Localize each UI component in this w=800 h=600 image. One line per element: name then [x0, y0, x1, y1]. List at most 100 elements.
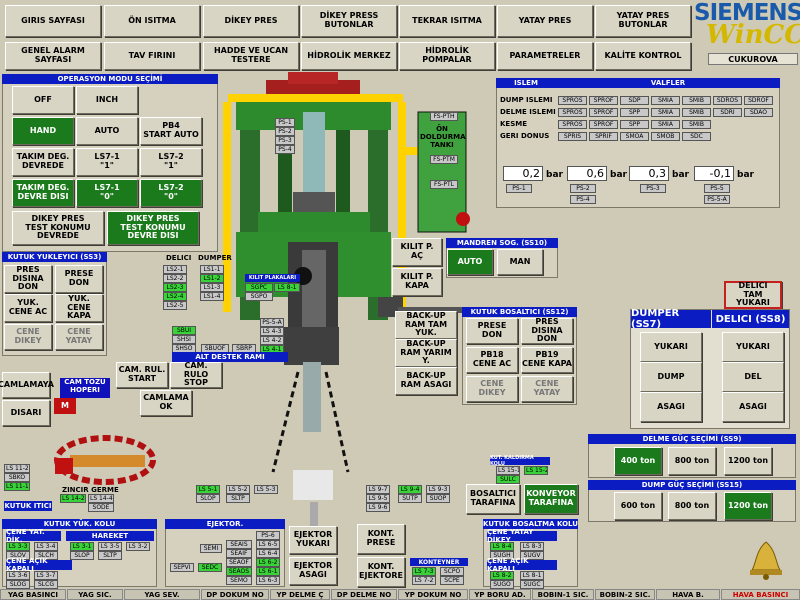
inch-button[interactable]: INCH: [76, 86, 138, 114]
nav-yatay-pres-butonlar[interactable]: YATAY PRES BUTONLAR: [595, 5, 691, 37]
kilit-plakalari-title: KILIT PLAKALARI: [245, 274, 300, 282]
cam-rul-start-button[interactable]: CAM. RUL. START: [116, 362, 168, 388]
takim-deg-devre-disi-button[interactable]: TAKIM DEG. DEVRE DISI: [12, 179, 74, 207]
nav-dikey-pres[interactable]: DİKEY PRES: [203, 5, 299, 37]
kont-ejektore-button[interactable]: KONT. EJEKTORE: [357, 557, 405, 587]
delme-guc-title: DELME GÜÇ SEÇİMİ (SS9): [588, 434, 796, 444]
valve-tag: SMIB: [682, 96, 711, 105]
takim-deg-devrede-button[interactable]: TAKIM DEG. DEVREDE: [12, 148, 74, 176]
tag-ls3-2: LS 3-2: [126, 542, 150, 551]
tag-sltp-2: SLTP: [98, 551, 122, 560]
nav-hadde[interactable]: HADDE VE UCAN TESTERE: [203, 42, 299, 70]
tag-sbko: SBKO: [4, 473, 30, 482]
tag-ls6-5: LS 6-5: [256, 540, 280, 549]
yuk-prese-don-button[interactable]: PRESE DON: [55, 265, 103, 293]
bosaltici-tarafina-button[interactable]: BOSALTICI TARAFINA: [466, 484, 520, 514]
tag-suop: SUOP: [426, 494, 450, 503]
dump-600-button[interactable]: 600 ton: [614, 492, 662, 520]
pb4-start-auto-button[interactable]: PB4 START AUTO: [140, 117, 202, 145]
valve-tag: SMIB: [682, 108, 711, 117]
backup-tam-button[interactable]: BACK-UP RAM TAM YUK.: [395, 311, 457, 339]
nav-genel-alarm[interactable]: GENEL ALARM SAYFASI: [5, 42, 101, 70]
kilit-kapa-button[interactable]: KILIT P. KAPA: [392, 268, 442, 296]
tag-sulc: SULC: [496, 475, 520, 484]
tag-ls3-6: LS 3-6: [6, 571, 30, 580]
nav-tav-firini[interactable]: TAV FIRINI: [104, 42, 200, 70]
tag-ps2-left: PS-2: [275, 127, 295, 136]
dumper-yukari-button[interactable]: YUKARI: [640, 332, 702, 362]
delme-800-button[interactable]: 800 ton: [668, 447, 716, 475]
backup-asagi-button[interactable]: BACK-UP RAM ASAGI: [395, 367, 457, 395]
tag-ls4-2: LS 4-2: [260, 336, 284, 345]
ejektor-asagi-button[interactable]: EJEKTOR ASAGI: [289, 557, 337, 585]
delici-asagi-button[interactable]: ASAGI: [722, 392, 784, 422]
bos-cene-dikey-button[interactable]: CENE DIKEY: [466, 376, 518, 402]
valve-tag: SMOA: [620, 132, 649, 141]
valve-tag: SPROS: [558, 96, 587, 105]
ls7-1-off-button[interactable]: LS7-1 "0": [76, 179, 138, 207]
backup-yarim-button[interactable]: BACK-UP RAM YARIM Y.: [395, 339, 457, 367]
kont-prese-button[interactable]: KONT. PRESE: [357, 524, 405, 554]
delici-del-button[interactable]: DEL: [722, 362, 784, 392]
tag-slov: SLOV: [6, 551, 30, 560]
tag-shsi: SHSI: [172, 335, 196, 344]
bos-cene-ac-button[interactable]: PB18 CENE AC: [466, 347, 518, 373]
delme-400-button[interactable]: 400 ton: [614, 447, 662, 475]
camlamaya-button[interactable]: CAMLAMAYA: [0, 372, 54, 398]
dumper-asagi-button[interactable]: ASAGI: [640, 392, 702, 422]
pressure-ps5-unit: bar: [737, 170, 754, 180]
ejektor-yukari-button[interactable]: EJEKTOR YUKARI: [289, 526, 337, 554]
auto-button[interactable]: AUTO: [76, 117, 138, 145]
bos-cene-yatay-button[interactable]: CENE YATAY: [521, 376, 573, 402]
yuk-cene-kapa-button[interactable]: YUK. CENE KAPA: [55, 294, 103, 322]
bos-prese-don-button[interactable]: PRESE DON: [466, 318, 518, 344]
alarm-bell-icon[interactable]: [748, 540, 784, 580]
test-devrede-button[interactable]: DIKEY PRES TEST KONUMU DEVREDE: [12, 211, 104, 245]
nav-giris[interactable]: GIRIS SAYFASI: [5, 5, 101, 37]
nav-yatay-pres[interactable]: YATAY PRES: [497, 5, 593, 37]
nav-hidrolik-pompalar[interactable]: HİDROLİK POMPALAR: [399, 42, 495, 70]
delici-yukari-button[interactable]: YUKARI: [722, 332, 784, 362]
islem-row-label: DUMP ISLEMI: [500, 96, 553, 104]
off-button[interactable]: OFF: [12, 86, 74, 114]
nav-tekrar-isitma[interactable]: TEKRAR ISITMA: [399, 5, 495, 37]
test-devre-disi-button[interactable]: DIKEY PRES TEST KONUMU DEVRE DISI: [107, 211, 199, 245]
konveyor-tarafina-button[interactable]: KONVEYOR TARAFINA: [524, 484, 578, 514]
tag-sgpo: SGPO: [245, 292, 273, 301]
yuk-cene-dikey-button[interactable]: CENE DIKEY: [4, 324, 52, 350]
hand-button[interactable]: HAND: [12, 117, 74, 145]
islem-row-label: GERI DONUS: [500, 132, 550, 140]
bos-cene-kapa-button[interactable]: PB19 CENE KAPA: [521, 347, 573, 373]
ls7-2-off-button[interactable]: LS7-2 "0": [140, 179, 202, 207]
tag-ls3-4: LS 3-4: [34, 542, 58, 551]
tag-ls6-3: LS 6-3: [256, 576, 280, 585]
valve-tag: SMIA: [651, 120, 680, 129]
cam-rulo-stop-button[interactable]: CAM. RULO STOP: [170, 361, 222, 388]
nav-kalite-kontrol[interactable]: KALİTE KONTROL: [595, 42, 691, 70]
valve-tag: SPROS: [558, 120, 587, 129]
islem-row-label: DELME ISLEMI: [500, 108, 556, 116]
ls7-2-on-button[interactable]: LS7-2 "1": [140, 148, 202, 176]
dumper-dump-button[interactable]: DUMP: [640, 362, 702, 392]
delme-1200-button[interactable]: 1200 ton: [724, 447, 772, 475]
camlama-ok-button[interactable]: CAMLAMA OK: [140, 390, 192, 416]
nav-on-isitma[interactable]: ÖN ISITMA: [104, 5, 200, 37]
bos-pres-disina-don-button[interactable]: PRES DISINA DON: [521, 317, 573, 344]
mandren-auto-button[interactable]: AUTO: [447, 249, 493, 275]
pressure-ps5a-tag: PS-5-A: [704, 195, 730, 204]
yuk-pres-disina-don-button[interactable]: PRES DISINA DON: [4, 265, 52, 293]
nav-dikey-press-butonlar[interactable]: DİKEY PRESS BUTONLAR: [301, 5, 397, 37]
delici-tam-yukari-button[interactable]: DELICI TAM YUKARI: [724, 281, 782, 309]
ls7-1-on-button[interactable]: LS7-1 "1": [76, 148, 138, 176]
tag-slcg: SLCG: [34, 580, 58, 589]
dump-1200-button[interactable]: 1200 ton: [724, 492, 772, 520]
kilit-ac-button[interactable]: KILIT P. AÇ: [392, 238, 442, 266]
nav-parametreler[interactable]: PARAMETRELER: [497, 42, 593, 70]
disari-button[interactable]: DISARI: [2, 400, 50, 426]
nav-hidrolik-merkez[interactable]: HİDROLİK MERKEZ: [301, 42, 397, 70]
dump-800-button[interactable]: 800 ton: [668, 492, 716, 520]
yuk-cene-ac-button[interactable]: YUK. CENE AC: [4, 294, 52, 322]
mandren-man-button[interactable]: MAN: [497, 249, 543, 275]
yuk-cene-yatay-button[interactable]: CENE YATAY: [55, 324, 103, 350]
bosalma-cene2-title: ÇENE AÇIK KAPALI: [487, 557, 557, 573]
